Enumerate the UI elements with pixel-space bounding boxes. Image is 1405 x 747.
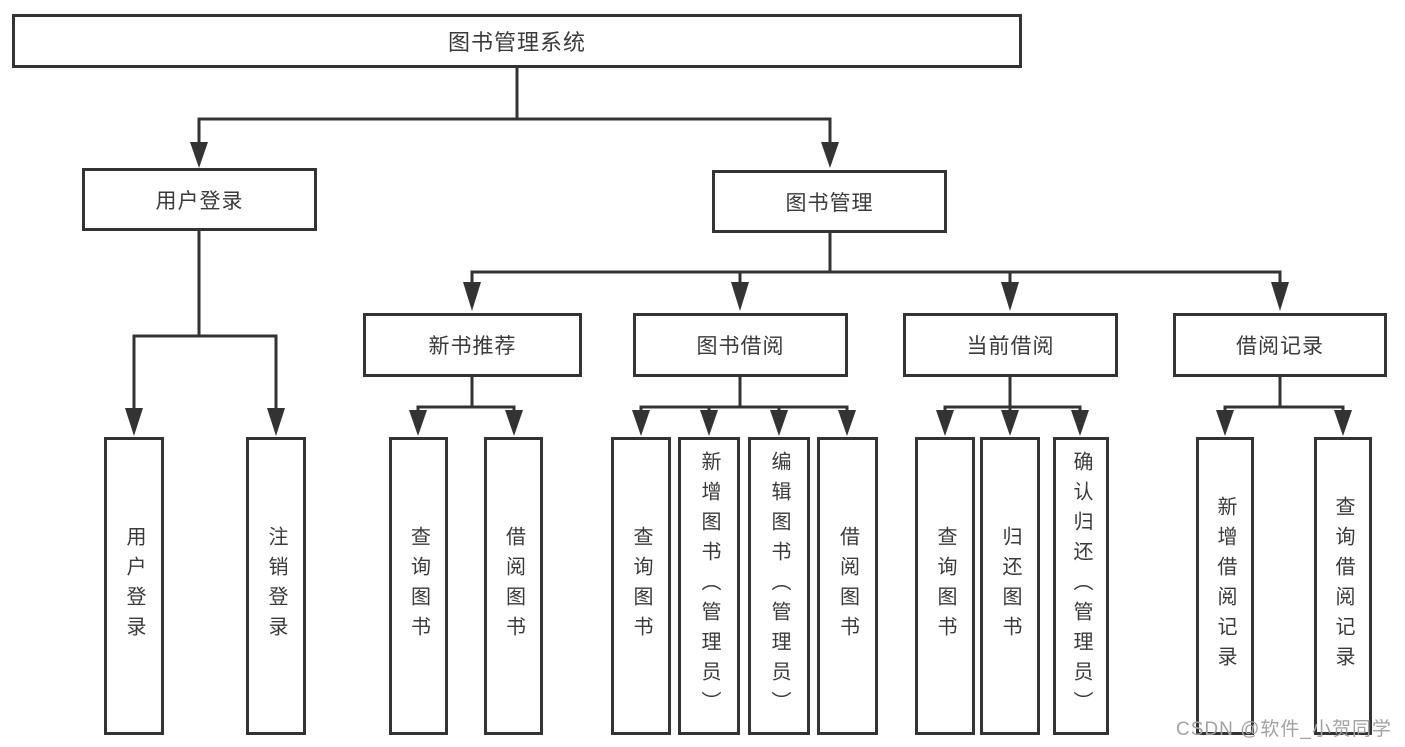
- node-current-borrow: 当前借阅: [903, 313, 1118, 377]
- leaf-user-login: 用户登录: [104, 437, 164, 735]
- leaf-borrow-books-recommend: 借阅图书: [484, 437, 543, 735]
- leaf-query-books-borrow: 查询图书: [611, 437, 671, 735]
- leaf-confirm-return-admin: 确认归还（管理员）: [1053, 437, 1109, 735]
- node-user-login: 用户登录: [82, 168, 317, 231]
- csdn-watermark: CSDN @软件_小贺同学: [1176, 719, 1392, 740]
- node-borrow-records: 借阅记录: [1173, 313, 1387, 377]
- leaf-borrow-books: 借阅图书: [817, 437, 878, 735]
- leaf-query-books-current: 查询图书: [915, 437, 975, 735]
- leaf-query-borrow-record: 查询借阅记录: [1314, 437, 1372, 735]
- leaf-edit-book-admin: 编辑图书（管理员）: [748, 437, 810, 735]
- node-book-management: 图书管理: [712, 170, 947, 233]
- leaf-add-borrow-record: 新增借阅记录: [1196, 437, 1254, 735]
- leaf-return-book: 归还图书: [980, 437, 1040, 735]
- leaf-add-book-admin: 新增图书（管理员）: [678, 437, 740, 735]
- leaf-query-books-recommend: 查询图书: [389, 437, 448, 735]
- node-root: 图书管理系统: [12, 14, 1022, 68]
- node-book-borrow: 图书借阅: [633, 313, 848, 377]
- node-new-book-recommend: 新书推荐: [363, 313, 582, 377]
- leaf-logout: 注销登录: [246, 437, 306, 735]
